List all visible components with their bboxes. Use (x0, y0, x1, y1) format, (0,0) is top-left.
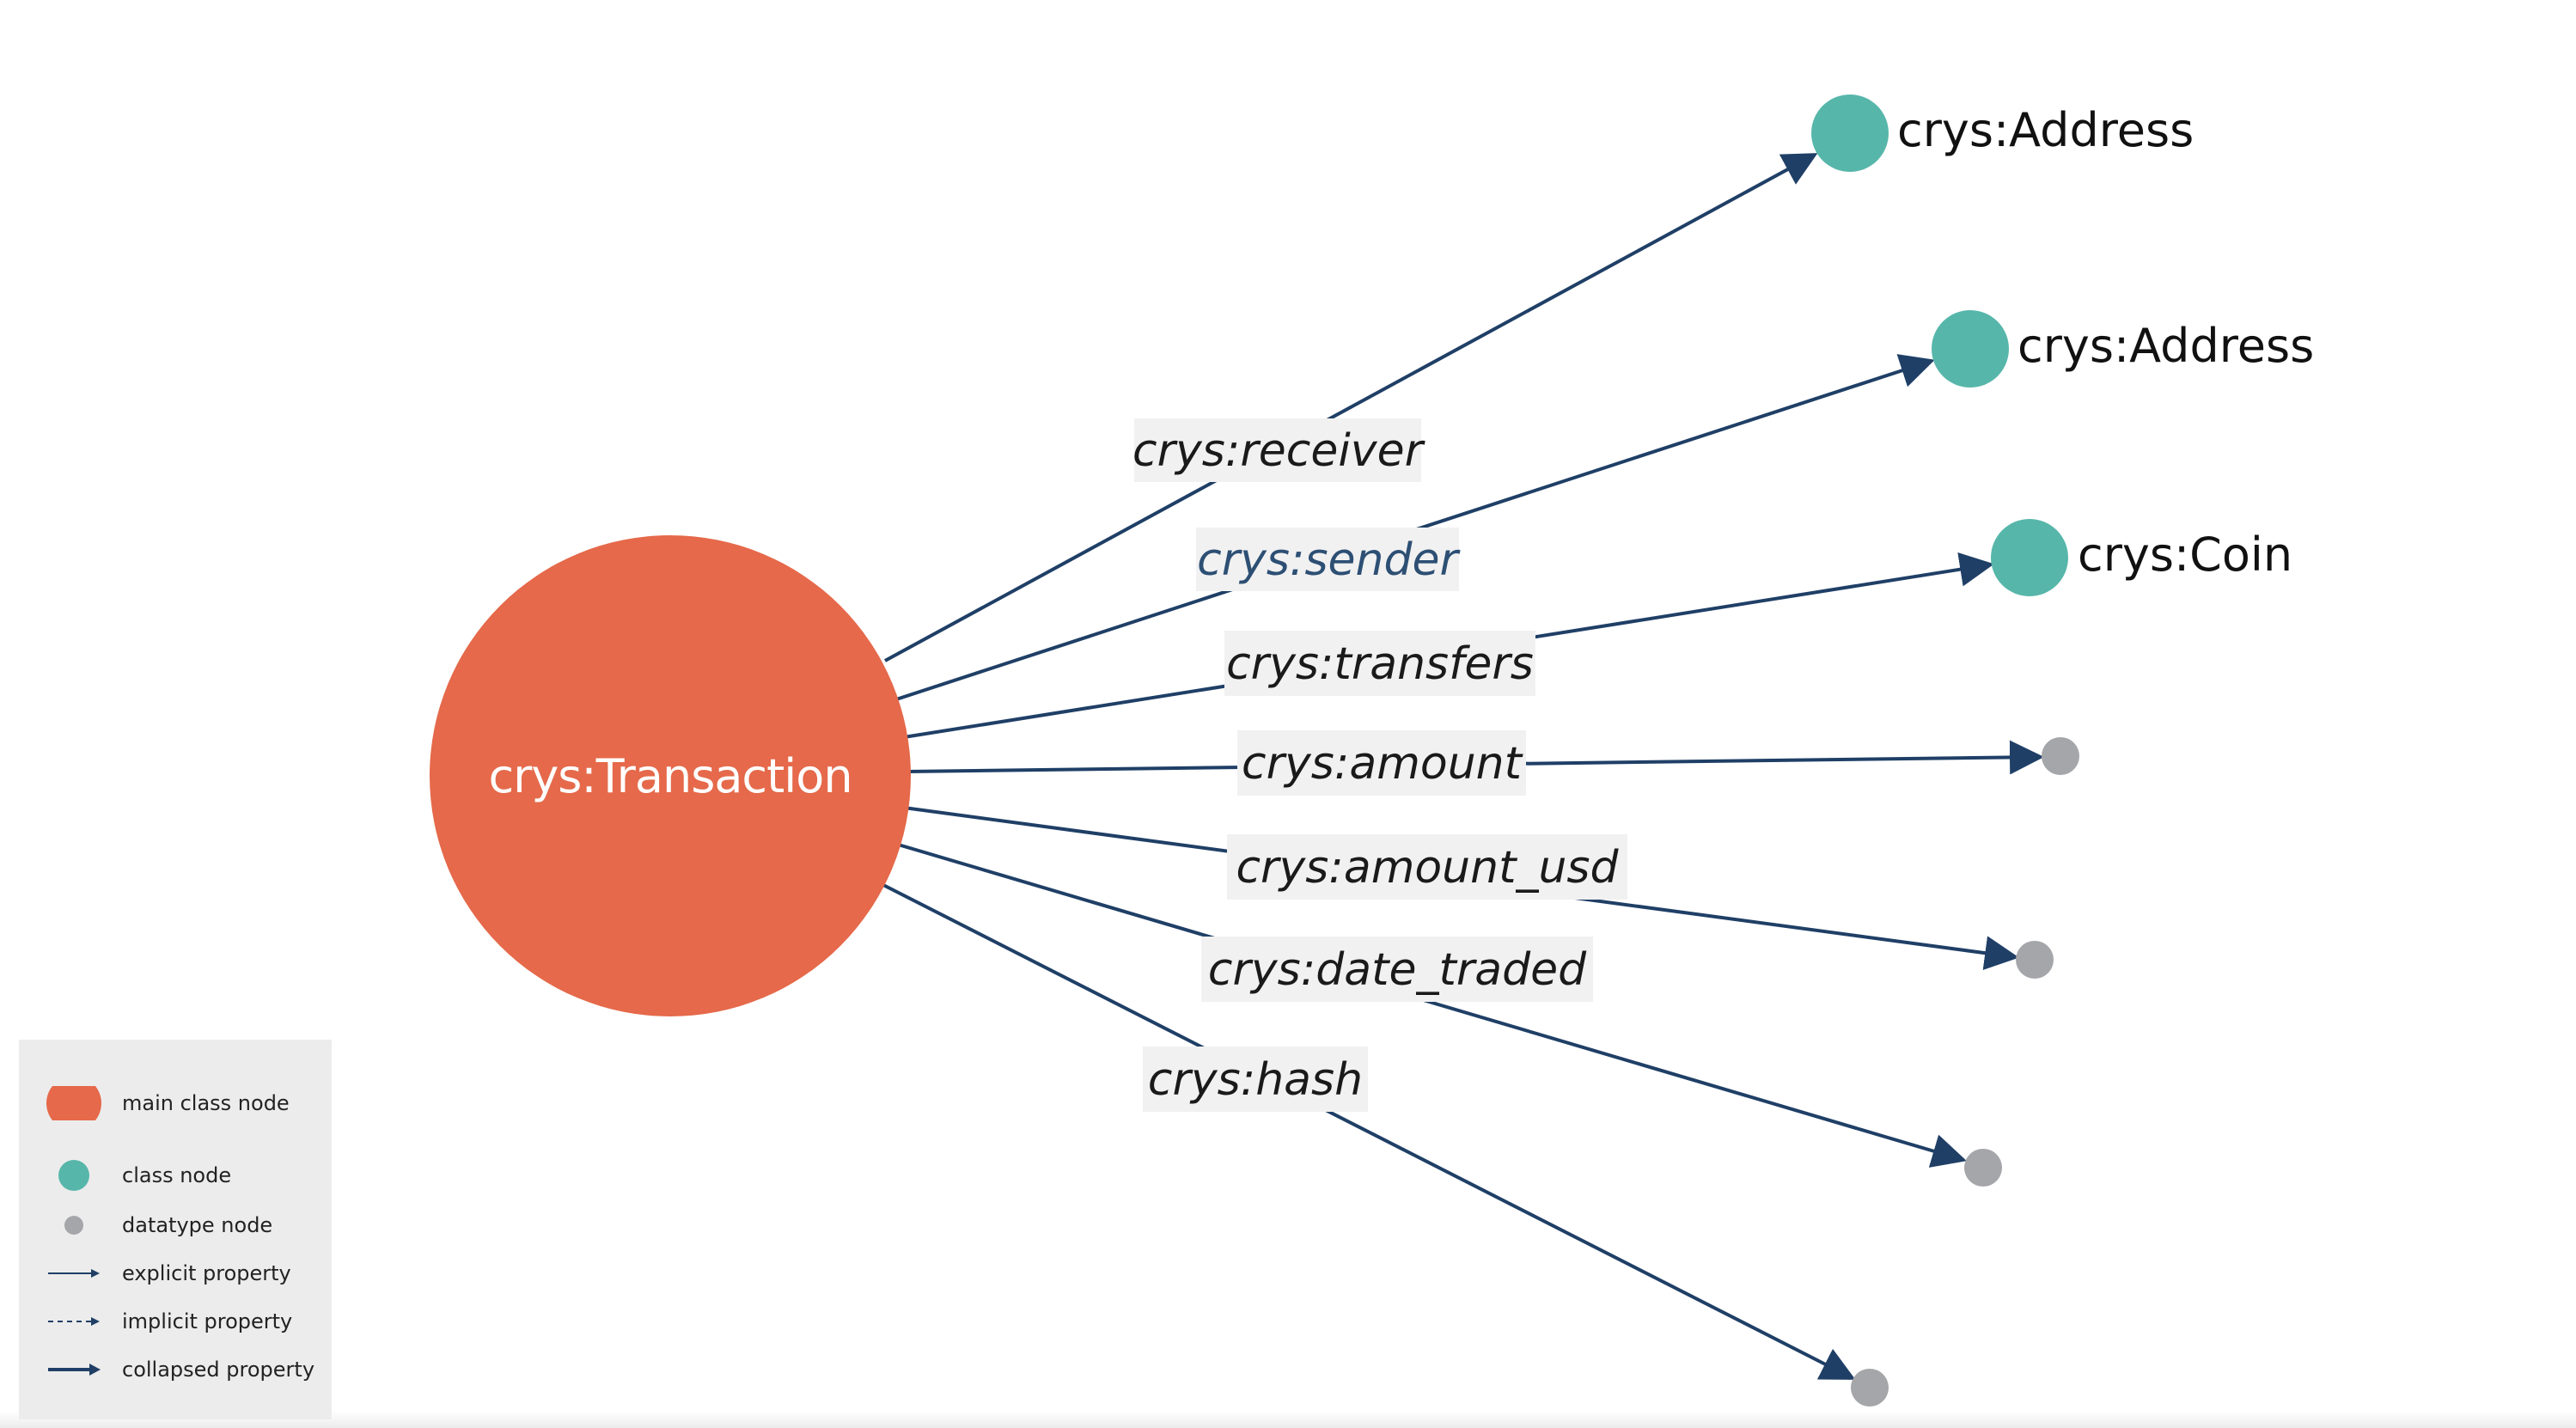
legend-item-class: class node (19, 1158, 332, 1193)
edge-label-transfers: crys:transfers (1226, 638, 1534, 690)
datatype-node-amount-usd[interactable] (2016, 941, 2054, 979)
class-node-transfers-target[interactable]: crys:Coin (1991, 519, 2292, 596)
datatype-node-icon (64, 1216, 83, 1235)
legend-item-explicit: explicit property (19, 1256, 332, 1291)
node-label-address-1: crys:Address (1897, 103, 2194, 157)
edge-label-hash-group[interactable]: crys:hash (1143, 1047, 1368, 1112)
class-node-receiver-target[interactable]: crys:Address (1811, 95, 2194, 172)
main-class-node-icon (46, 1086, 101, 1120)
node-label-coin: crys:Coin (2078, 528, 2292, 582)
legend-label-implicit: implicit property (122, 1309, 293, 1333)
legend-item-collapsed: collapsed property (19, 1352, 332, 1387)
edge-label-hash: crys:hash (1148, 1054, 1363, 1106)
node-label-address-2: crys:Address (2017, 319, 2314, 373)
implicit-property-arrow-icon (48, 1317, 100, 1326)
edge-label-transfers-group[interactable]: crys:transfers (1224, 631, 1535, 696)
legend-item-implicit: implicit property (19, 1304, 332, 1339)
datatype-node-hash[interactable] (1851, 1369, 1889, 1407)
edge-label-amount-usd-group[interactable]: crys:amount_usd (1227, 834, 1627, 900)
bottom-shadow (0, 1411, 2576, 1428)
legend-label-class: class node (122, 1163, 232, 1187)
legend-panel: main class node class node datatype node… (19, 1040, 332, 1419)
edge-label-receiver-group[interactable]: crys:receiver (1132, 418, 1426, 482)
edge-label-date-traded: crys:date_traded (1208, 944, 1587, 996)
class-node-icon (58, 1160, 89, 1191)
datatype-node-date-traded[interactable] (1964, 1149, 2002, 1187)
main-node-label: crys:Transaction (488, 749, 852, 803)
legend-label-explicit: explicit property (122, 1261, 291, 1285)
edge-label-receiver: crys:receiver (1132, 425, 1426, 477)
main-class-node[interactable]: crys:Transaction (430, 535, 911, 1016)
edge-label-amount: crys:amount (1242, 738, 1523, 790)
edge-label-date-traded-group[interactable]: crys:date_traded (1201, 937, 1593, 1002)
legend-label-main-class: main class node (122, 1091, 290, 1115)
datatype-node-amount[interactable] (2042, 737, 2079, 775)
edge-label-amount-usd: crys:amount_usd (1236, 842, 1619, 894)
edge-label-sender: crys:sender (1197, 534, 1461, 586)
edge-hash[interactable] (882, 883, 1856, 1380)
edge-receiver[interactable] (884, 153, 1818, 662)
legend-label-datatype: datatype node (122, 1213, 273, 1237)
legend-label-collapsed: collapsed property (122, 1358, 315, 1382)
legend-item-datatype: datatype node (19, 1208, 332, 1242)
explicit-property-arrow-icon (48, 1269, 100, 1278)
class-node-sender-target[interactable]: crys:Address (1932, 310, 2314, 388)
legend-item-main-class: main class node (19, 1086, 332, 1120)
collapsed-property-arrow-icon (48, 1364, 101, 1376)
edge-label-amount-group[interactable]: crys:amount (1237, 730, 1526, 796)
edge-label-sender-group[interactable]: crys:sender (1196, 528, 1462, 591)
